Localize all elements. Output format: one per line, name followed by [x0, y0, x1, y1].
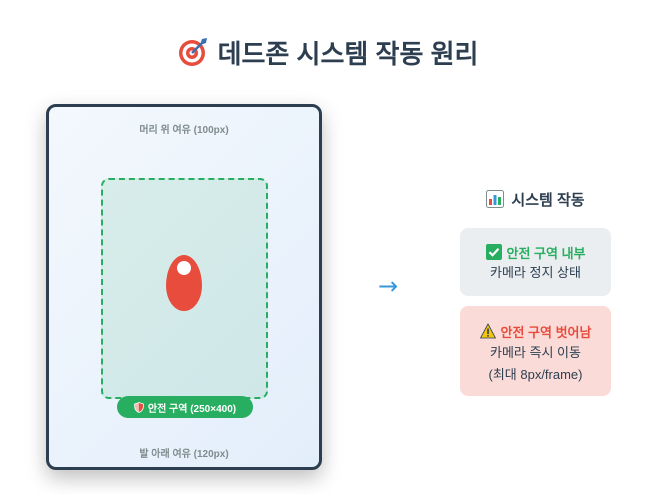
game-screen: 머리 위 여유 (100px) 안전 구역 (250×400) 발 아래 여유 …: [46, 104, 322, 470]
inside-zone-card: 안전 구역 내부 카메라 정지 상태: [460, 228, 611, 296]
system-title: 시스템 작동: [460, 188, 611, 210]
bar-chart-icon: [486, 190, 505, 208]
page-title: 데드존 시스템 작동 원리: [0, 32, 656, 72]
system-title-text: 시스템 작동: [511, 191, 585, 209]
target-icon: [178, 38, 207, 66]
outside-zone-card: 안전 구역 벗어남 카메라 즉시 이동 (최대 8px/frame): [460, 306, 611, 396]
shield-icon: [133, 401, 144, 413]
outside-zone-description: 카메라 즉시 이동: [490, 345, 581, 360]
arrow-right-icon: →: [378, 272, 399, 300]
safe-zone-label: 안전 구역 (250×400): [147, 403, 237, 415]
page-title-text: 데드존 시스템 작동 원리: [217, 38, 479, 69]
outside-zone-heading: 안전 구역 벗어남: [500, 324, 592, 340]
top-margin-label: 머리 위 여유 (100px): [139, 125, 229, 136]
player-eye: [177, 261, 191, 275]
bottom-margin-label: 발 아래 여유 (120px): [139, 449, 229, 460]
warning-icon: [479, 323, 496, 339]
safe-zone-badge: 안전 구역 (250×400): [117, 396, 253, 418]
inside-zone-heading: 안전 구역 내부: [506, 245, 586, 261]
inside-zone-description: 카메라 정지 상태: [490, 265, 581, 280]
player-character: [166, 255, 202, 311]
check-icon: [485, 244, 502, 260]
outside-zone-note: (최대 8px/frame): [488, 367, 583, 382]
